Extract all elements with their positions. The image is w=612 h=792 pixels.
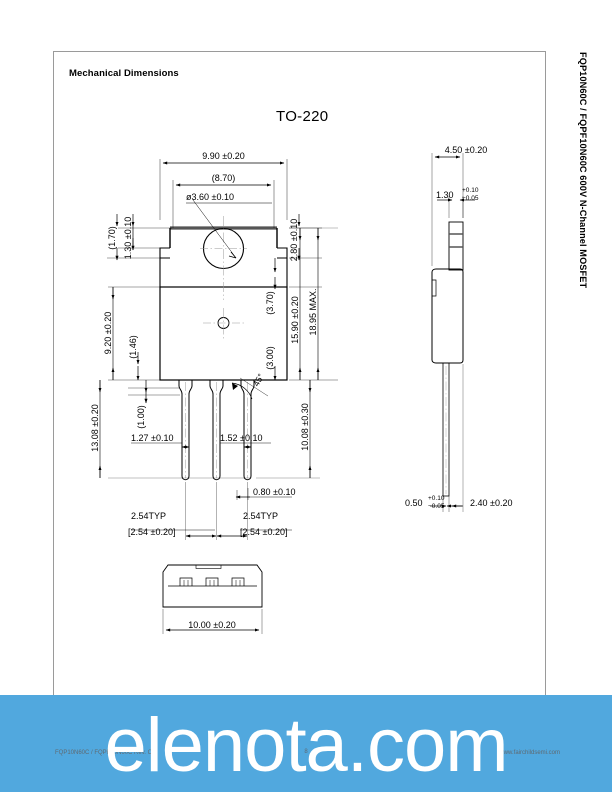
drawing-labels: 9.90 ±0.20 (8.70) ø3.60 ±0.10 1.30 ±0.10… [90,145,512,630]
package-title: TO-220 [276,108,329,125]
label-inner-step-ref: (1.46) [128,335,138,359]
label-chamfer-angle: 45° [251,372,266,388]
dim-lead-widths [131,442,271,449]
front-view-body [159,216,288,381]
label-tab-thickness-ref: (1.70) [107,226,117,250]
label-pitch-left-tol: [2.54 ±0.20] [128,527,175,537]
footer-website: www.fairchildsemi.com [499,750,560,756]
leader-hole-dia [186,199,272,259]
label-side-body-depth: 4.50 ±0.20 [445,145,487,155]
label-shoulder-right: 2.80 ±0.10 [289,219,299,261]
label-pitch-left-typ: 2.54TYP [131,511,166,521]
label-overall-height-max: 18.95 MAX. [308,288,318,335]
dim-lead-shoulder [128,380,180,404]
label-side-lead-thickness-minus: −0.05 [428,503,445,510]
label-side-tab-depth-minus: −0.05 [462,195,479,202]
watermark-text: elenota.com [104,703,508,788]
side-running-header: FQP10N60C / FQPF10N60C 600V N-Channel MO… [578,52,588,289]
label-lead-width-inner: 1.27 ±0.10 [131,433,173,443]
dim-lead-thickness [235,488,292,500]
dim-tab-width-ref [172,180,275,228]
label-body-height: 9.20 ±0.20 [103,312,113,354]
bottom-view [162,564,263,634]
label-side-lead-offset: 2.40 ±0.20 [470,498,512,508]
label-side-lead-thickness: 0.50 [405,498,423,508]
label-lead-width-outer: 1.52 ±0.10 [220,433,262,443]
watermark-band [0,695,612,792]
label-side-tab-depth: 1.30 [436,190,454,200]
label-lead-shoulder-ref: (1.00) [136,405,146,429]
dim-body-width [159,159,288,220]
dim-pitch [131,482,292,540]
label-pitch-right-typ: 2.54TYP [243,511,278,521]
label-side-lead-thickness-plus: +0.10 [428,495,445,502]
dim-heights-left [98,286,250,479]
label-body-height-ref-lower: (3.00) [265,346,275,370]
label-tab-width-ref: (8.70) [212,173,236,183]
dim-heights-right [273,227,338,381]
label-lead-thickness: 0.80 ±0.10 [253,487,295,497]
label-pitch-right-tol: [2.54 ±0.20] [240,527,287,537]
dim-tab-thickness [107,214,172,261]
side-view-dims [430,153,475,512]
footer-page-number: 8 [304,749,308,755]
side-view-body [431,221,464,497]
label-side-tab-depth-plus: +0.10 [462,187,479,194]
page-title: Mechanical Dimensions [69,68,179,79]
label-height-to-shoulder: 15.90 ±0.20 [290,296,300,343]
label-lead-length: 10.08 ±0.30 [300,403,310,450]
label-body-width: 9.90 ±0.20 [202,151,244,161]
dim-lead-length [256,380,320,479]
front-view-leads [178,380,255,481]
label-body-height-ref-upper: (3.70) [265,291,275,315]
label-mount-hole-dia: ø3.60 ±0.10 [186,192,234,202]
label-tab-thickness-top: 1.30 ±0.10 [123,217,133,259]
label-overall-lead-length: 13.08 ±0.20 [90,404,100,451]
dim-chamfer-45 [231,377,269,400]
label-bottom-width: 10.00 ±0.20 [188,620,235,630]
footer-doc-id: FQP10N60C / FQPF10N60C Rev. C [55,750,152,756]
